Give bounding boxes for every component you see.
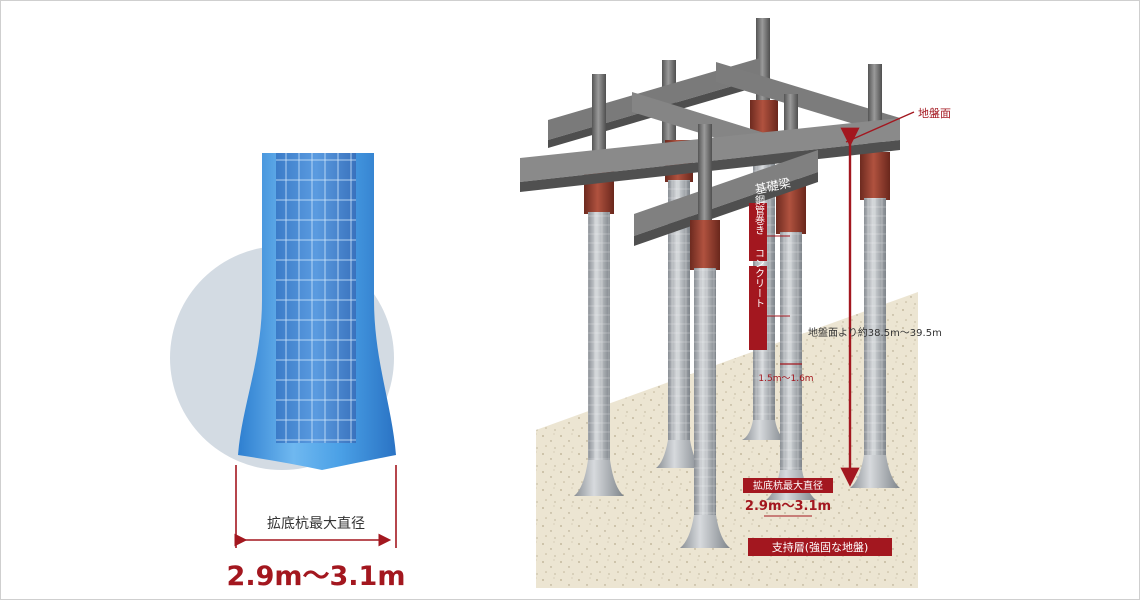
bearing-layer-label: 支持層(強固な地盤) (772, 540, 869, 554)
left-diameter-label: 拡底杭最大直径 (267, 515, 365, 532)
depth-label: 地盤面より約38.5m〜39.5m (808, 326, 942, 339)
steel-pipe-label: 鋼管巻き (753, 194, 765, 235)
left-diameter-value: 2.9m〜3.1m (227, 561, 406, 592)
left-pile-illustration: 拡底杭最大直径 2.9m〜3.1m (170, 153, 405, 592)
shaft-diameter-label: 1.5m〜1.6m (758, 374, 813, 384)
right-foundation-illustration: 基礎梁 地盤面 地盤面より約38.5m〜39.5m 鋼管巻き コンクリート 1.… (520, 18, 951, 588)
concrete-label: コンクリート (753, 248, 764, 308)
max-diameter-label: 拡底杭最大直径 (753, 479, 823, 492)
ground-surface-label: 地盤面 (918, 107, 951, 120)
max-diameter-value: 2.9m〜3.1m (745, 499, 831, 514)
